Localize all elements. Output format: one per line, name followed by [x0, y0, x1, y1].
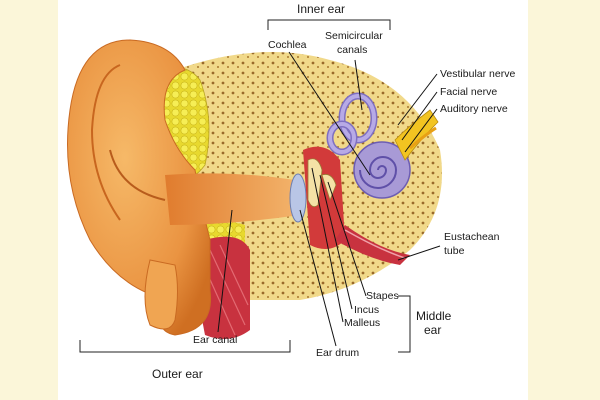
outer-ear-pinna: [67, 39, 212, 336]
cochlea-shape: [353, 141, 411, 199]
label-middle-ear-1: Middle: [416, 309, 452, 323]
label-facial-nerve: Facial nerve: [440, 86, 497, 98]
label-inner-ear: Inner ear: [297, 2, 345, 16]
muscle-tissue: [200, 236, 250, 339]
semicircular-canals-shape: [326, 92, 378, 156]
outer-ear-bracket: [79, 340, 291, 353]
middle-ear-bracket: [398, 295, 411, 353]
label-middle-ear-2: ear: [424, 323, 441, 337]
label-malleus: Malleus: [344, 317, 380, 329]
label-semicircular-2: canals: [337, 44, 367, 56]
label-auditory-nerve: Auditory nerve: [440, 103, 508, 115]
label-incus: Incus: [354, 304, 379, 316]
inner-ear-bracket: [267, 19, 391, 30]
ear-canal-shape: [165, 173, 300, 225]
label-stapes: Stapes: [366, 290, 399, 302]
label-eustachean-2: tube: [444, 245, 465, 257]
leader-lines: [217, 51, 441, 347]
label-vestibular-nerve: Vestibular nerve: [440, 68, 515, 80]
ossicles-shape: [307, 158, 337, 208]
ear-drum-shape: [289, 173, 307, 223]
label-outer-ear: Outer ear: [152, 367, 203, 381]
label-cochlea: Cochlea: [268, 39, 307, 51]
label-ear-drum: Ear drum: [316, 347, 359, 359]
label-ear-canal: Ear canal: [193, 334, 237, 346]
label-eustachean-1: Eustachean: [444, 231, 500, 243]
label-semicircular-1: Semicircular: [325, 30, 383, 42]
ear-lobe: [144, 259, 178, 330]
